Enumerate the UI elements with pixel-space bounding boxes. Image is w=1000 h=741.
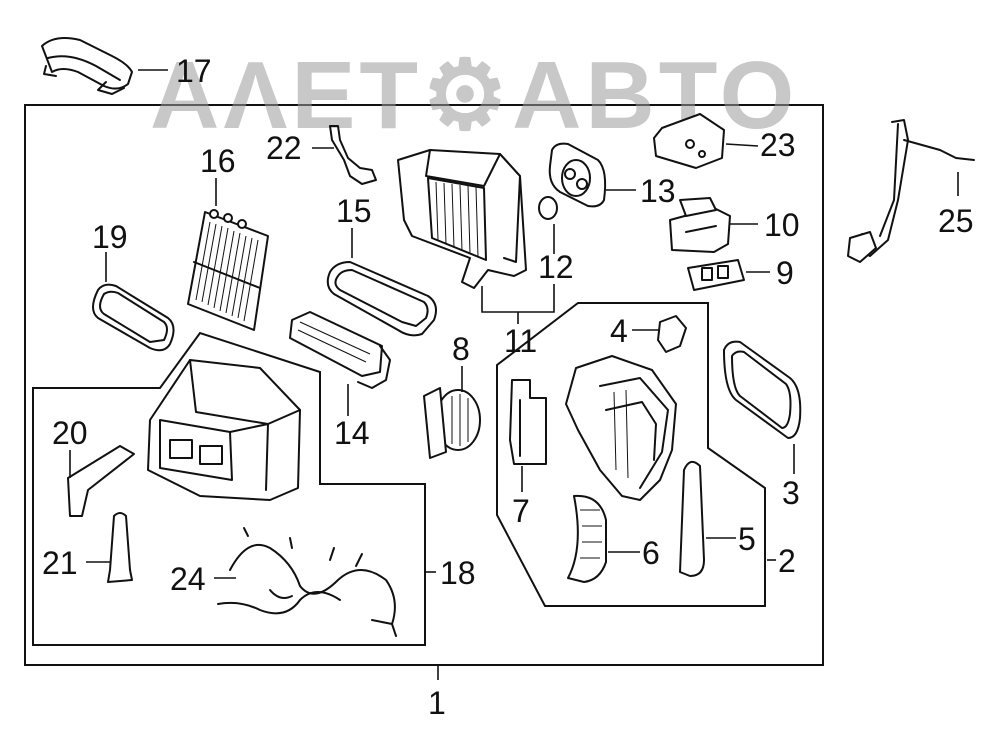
callout-4: 4 [610,313,628,349]
subassembly-18-frame [32,331,426,646]
part-8-blower-motor [423,387,481,459]
part-22-sensor [329,125,377,185]
callout-17: 17 [176,53,212,89]
part-13-mode-door [548,142,607,208]
callout-10: 10 [764,207,800,243]
part-17-duct-hose [41,37,133,95]
callout-22: 22 [266,130,302,166]
callout-11: 11 [504,323,537,359]
callout-5: 5 [738,521,756,557]
part-15-seal [326,261,437,337]
part-21-rod [107,512,133,583]
part-19-seal [92,283,175,352]
callout-9: 9 [776,255,794,291]
callout-15: 15 [336,193,372,229]
callout-6: 6 [642,535,660,571]
callout-18: 18 [440,555,476,591]
callout-14: 14 [334,415,370,451]
part-2-blower-housing [565,355,677,501]
part-14-filter-door [289,311,391,389]
part-6-door [567,494,607,583]
callout-16: 16 [200,143,236,179]
part-9-resistor [687,259,745,291]
part-25-pipe [847,119,975,263]
callout-7: 7 [512,493,530,529]
callout-21: 21 [42,545,78,581]
part-16-heater-core [187,209,269,331]
part-18-heater-case [147,359,301,501]
callout-20: 20 [52,415,88,451]
callout-19: 19 [92,219,128,255]
callout-25: 25 [938,203,974,239]
callout-2: 2 [778,543,796,579]
main-assembly-frame [24,104,824,666]
part-5-panel [679,460,705,577]
part-3-gasket [723,340,802,439]
callout-24: 24 [170,561,206,597]
callout-labels: 17 22 16 19 15 14 8 11 12 13 23 10 9 25 … [42,53,974,721]
part-23-bracket [653,113,725,169]
callout-3: 3 [782,475,800,511]
subassembly-2-frame [496,302,766,607]
part-7-bracket [509,379,547,465]
callout-8: 8 [452,331,470,367]
part-12-o-ring [538,196,558,220]
part-4-clip [657,315,687,353]
leader-lines [69,69,959,680]
part-10-actuator [669,197,731,253]
part-24-wiring-harness [217,527,397,637]
part-11-evaporator [397,149,527,289]
callout-12: 12 [538,249,574,285]
callout-23: 23 [760,127,796,163]
part-20-lever [67,445,135,517]
callout-13: 13 [640,173,676,209]
callout-1: 1 [428,685,446,721]
